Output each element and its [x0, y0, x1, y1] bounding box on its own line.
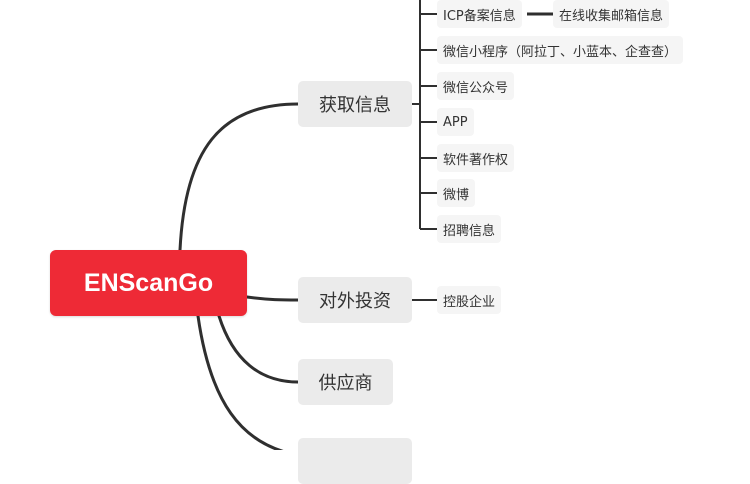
leaf-software-copyright[interactable]: 软件著作权: [437, 144, 515, 172]
connector-root-branch-4: [196, 314, 284, 450]
branch-node-supplier[interactable]: 供应商: [298, 359, 393, 405]
leaf-weibo[interactable]: 微博: [437, 179, 476, 207]
root-node[interactable]: ENScanGo: [50, 250, 247, 316]
branch-node-investment[interactable]: 对外投资: [298, 277, 412, 323]
connector-root-branch-1: [178, 102, 300, 252]
leaf-recruitment[interactable]: 招聘信息: [437, 215, 502, 243]
branch-node-partial[interactable]: [298, 438, 412, 484]
connector-root-branch-3: [217, 314, 300, 384]
leaf-wechat-official-account[interactable]: 微信公众号: [437, 72, 515, 100]
branch-node-get-info[interactable]: 获取信息: [298, 81, 412, 127]
connector-root-branch-2: [245, 295, 300, 302]
leaf-email-collection[interactable]: 在线收集邮箱信息: [553, 0, 670, 28]
leaf-icp-record[interactable]: ICP备案信息: [437, 0, 522, 28]
leaf-wechat-miniprogram[interactable]: 微信小程序（阿拉丁、小蓝本、企查查）: [437, 36, 684, 64]
leaf-app[interactable]: APP: [437, 108, 474, 136]
mindmap-connectors: [178, 0, 553, 450]
leaf-holding-company[interactable]: 控股企业: [437, 286, 502, 314]
